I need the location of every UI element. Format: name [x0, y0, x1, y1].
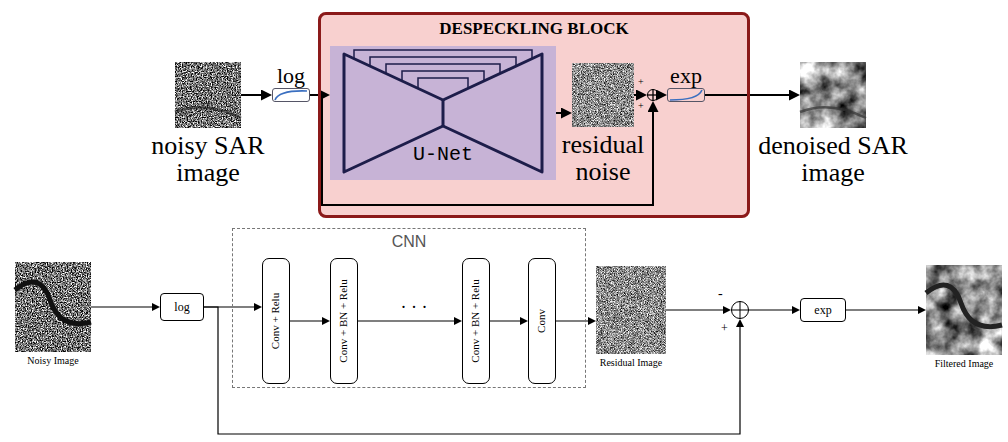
sign-label: + [638, 77, 644, 87]
image-caption: Filtered Image [914, 359, 1008, 370]
flow-arrow [91, 306, 155, 307]
flow-arrow [290, 320, 325, 321]
image-caption: noisy SAR image [143, 132, 273, 187]
image-caption: denoised SAR image [753, 132, 913, 187]
layer-block: Conv [528, 258, 556, 384]
unet-background [330, 46, 556, 180]
exp-curve [670, 90, 702, 100]
layer-block: Conv + BN + Relu [462, 258, 490, 384]
river-trace [800, 107, 866, 118]
operator-label: exp [801, 304, 845, 317]
sar-image-filtered [926, 265, 1002, 355]
sum-cross [647, 89, 659, 101]
layer-label: Conv [536, 309, 548, 333]
image-node: denoised SAR image [800, 62, 866, 128]
residual-image [596, 266, 666, 354]
image-caption: Residual Image [581, 358, 681, 369]
exp-transform: exp [667, 88, 705, 102]
skip-link [418, 78, 468, 88]
sign-label: + [638, 101, 644, 111]
river-trace [175, 107, 241, 118]
flow-arrow [659, 94, 660, 96]
skip-link [402, 71, 484, 81]
exp-transform: exp [800, 298, 846, 322]
flow-arrow [241, 94, 265, 96]
skip-link [386, 64, 500, 74]
flow-arrow [666, 309, 726, 310]
block-title: DESPECKLING BLOCK [321, 20, 747, 38]
unet-skip-links [354, 50, 532, 88]
unet-bottleneck [442, 100, 445, 126]
flow-arrow [634, 94, 640, 96]
operator-label: log [161, 301, 203, 314]
image-caption: residual noise [553, 131, 653, 186]
image-node: noisy SAR image [175, 62, 241, 128]
river-trace [15, 282, 91, 324]
layer-label: Conv + Relu [270, 293, 282, 349]
network-name: U-Net [330, 144, 556, 165]
flow-arrow [749, 309, 795, 310]
layer-label: Conv + BN + Relu [338, 279, 350, 362]
image-node: Filtered Image [926, 265, 1002, 355]
sign-label: - [718, 287, 723, 301]
sum-cross [731, 301, 749, 319]
operator-label: log [277, 65, 305, 87]
flow-arrow [846, 309, 921, 310]
sar-image-noisy [15, 262, 91, 352]
layer-label: Conv + BN + Relu [470, 279, 482, 362]
sign-label: + [721, 322, 728, 334]
operator-label: exp [670, 65, 702, 87]
log-transform: log [272, 88, 310, 102]
log-curve [275, 91, 307, 100]
unet-network: U-Net [330, 46, 556, 180]
despeckling-block: DESPECKLING BLOCKU-Netresidual noise++ex… [318, 12, 750, 218]
image-node: Noisy Image [15, 262, 91, 352]
sum-junction: ++ [647, 89, 659, 101]
sar-image-denoised [800, 62, 866, 128]
block-background [318, 12, 750, 218]
group-title: CNN [233, 234, 585, 251]
image-node: residual noise [572, 63, 634, 127]
ellipsis-mark: · · · [398, 298, 431, 316]
flow-arrow [490, 320, 523, 321]
flow-arrow [358, 320, 457, 321]
log-transform: log [160, 293, 204, 321]
sum-junction: -+ [731, 301, 749, 319]
residual-noise-image [572, 63, 634, 127]
layer-block: Conv + BN + Relu [330, 258, 358, 384]
flow-arrow [310, 95, 653, 205]
river-trace [926, 285, 1002, 327]
image-caption: Noisy Image [3, 356, 103, 367]
layer-block: Conv + Relu [262, 258, 290, 384]
flow-arrow [556, 112, 565, 114]
image-node: Residual Image [596, 266, 666, 354]
sar-image-noisy [175, 62, 241, 128]
